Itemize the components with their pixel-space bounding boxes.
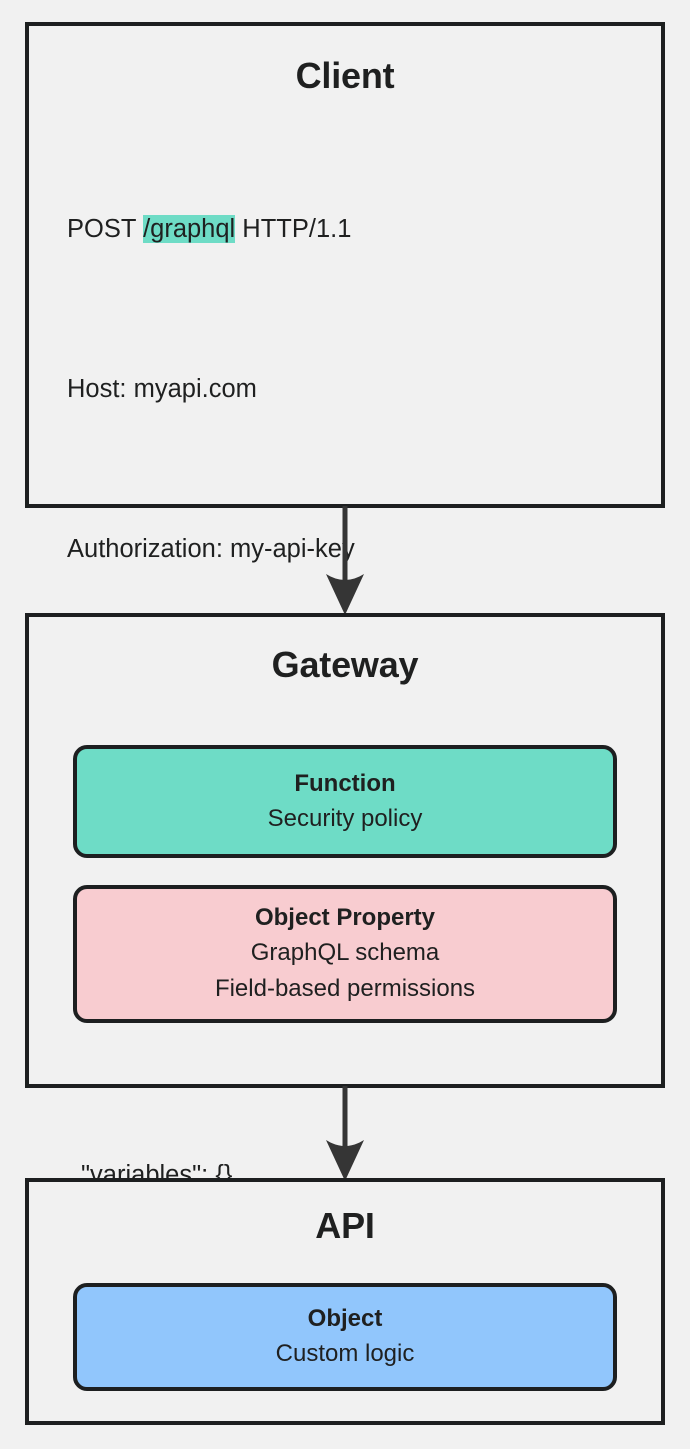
gateway-function-subnode: Function Security policy [73, 745, 617, 858]
object-property-subnode-line-1: GraphQL schema [250, 939, 440, 966]
request-line-authorization: Authorization: my-api-key [67, 535, 355, 563]
request-line-host: Host: myapi.com [67, 375, 257, 403]
gateway-object-property-subnode: Object Property GraphQL schema Field-bas… [73, 885, 617, 1023]
function-subnode-title: Function [294, 769, 396, 797]
object-property-subnode-line-2: Field-based permissions [214, 975, 476, 1002]
http-protocol: HTTP/1.1 [235, 215, 352, 243]
api-object-subnode: Object Custom logic [73, 1283, 617, 1391]
object-subnode-title: Object [307, 1305, 383, 1332]
object-property-subnode-title: Object Property [254, 904, 436, 931]
gateway-title: Gateway [271, 644, 419, 685]
arrow-gateway-to-api-icon [326, 1086, 364, 1181]
api-title: API [315, 1205, 375, 1246]
object-subnode-line-1: Custom logic [275, 1340, 415, 1367]
client-node: Client POST /graphql HTTP/1.1 Host: myap… [25, 22, 665, 1349]
client-title: Client [295, 55, 395, 96]
arrow-client-to-gateway-icon [326, 506, 364, 615]
request-path-highlight: /graphql [143, 215, 236, 243]
http-method: POST [67, 215, 144, 243]
request-line-method: POST /graphql HTTP/1.1 [67, 209, 661, 249]
function-subnode-line-1: Security policy [267, 804, 423, 832]
